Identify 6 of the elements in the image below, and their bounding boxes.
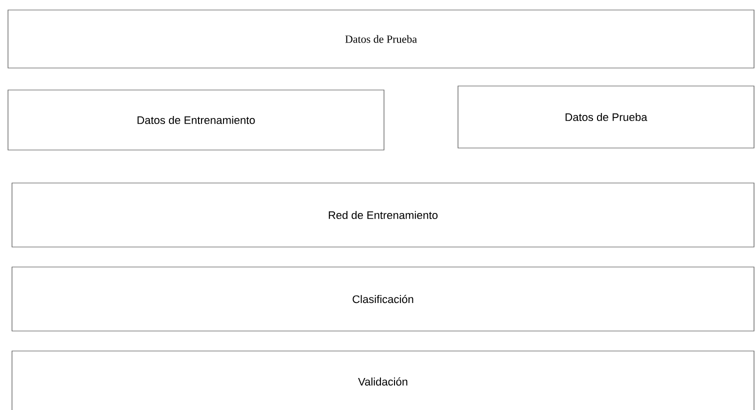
text-box: Red de Entrenamiento xyxy=(12,182,754,248)
text-box: Datos de Entrenamiento xyxy=(8,90,384,150)
text-box: Clasificación xyxy=(12,266,754,332)
text-box: Validación xyxy=(12,350,754,410)
text-box: Datos de Prueba xyxy=(458,86,754,148)
text-box: Datos de Prueba xyxy=(8,10,754,68)
